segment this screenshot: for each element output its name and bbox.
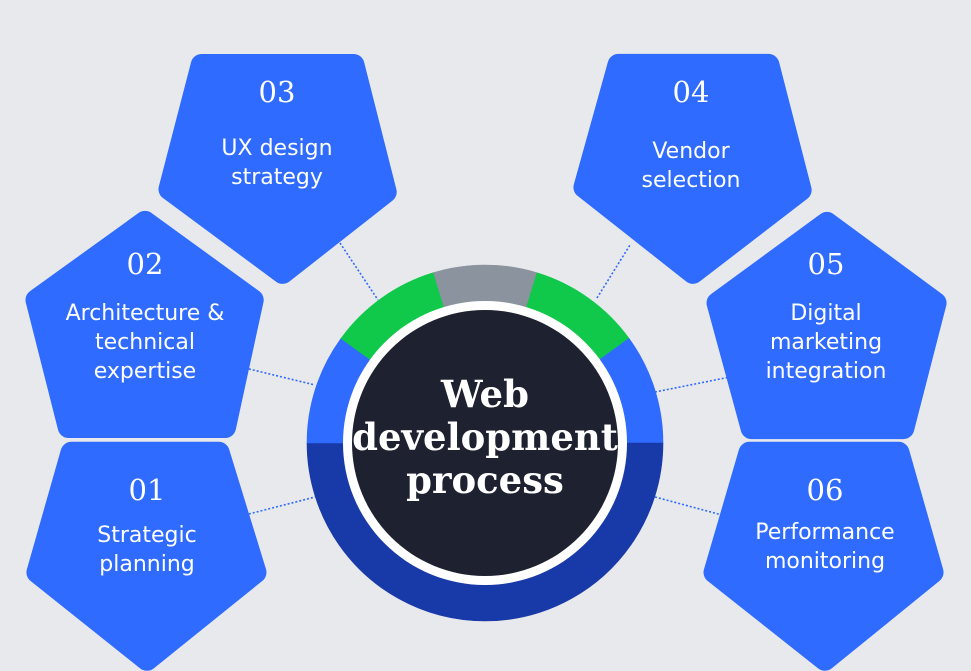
- step-label-line: integration: [766, 359, 887, 384]
- step-label-line: Digital: [790, 301, 861, 326]
- step-number: 06: [807, 473, 844, 507]
- pentagon-shape: [26, 441, 267, 671]
- step-number: 01: [129, 473, 166, 507]
- pentagon-shape: [703, 441, 944, 671]
- step-label-line: Performance: [755, 520, 894, 545]
- step-03-pentagon: 03 UX design strategy: [158, 53, 397, 284]
- ring-segment: [432, 264, 538, 308]
- connector-line: [654, 496, 723, 516]
- step-label-line: planning: [99, 552, 194, 577]
- pentagon-shape: [706, 211, 947, 440]
- step-label-line: marketing: [770, 330, 882, 355]
- step-number: 04: [673, 75, 710, 109]
- step-number: 03: [259, 75, 296, 109]
- step-label-line: selection: [642, 168, 741, 193]
- center-title-line-2: development: [352, 415, 618, 459]
- step-number: 05: [808, 247, 845, 281]
- step-label-line: technical: [95, 330, 195, 355]
- step-label-line: UX design: [221, 136, 332, 161]
- connector-line: [244, 367, 316, 386]
- pentagon-shape: [25, 210, 264, 439]
- center-title-line-3: process: [406, 458, 564, 502]
- connector-line: [596, 244, 631, 299]
- step-number: 02: [127, 247, 164, 281]
- step-label-line: Vendor: [652, 139, 730, 164]
- center-circle: [352, 310, 618, 576]
- connector-line: [654, 376, 731, 393]
- center-title-line-1: Web: [440, 372, 529, 416]
- pentagon-shape: [158, 53, 397, 284]
- step-label-line: Strategic: [97, 523, 196, 548]
- step-label-line: Architecture &: [66, 301, 225, 326]
- connector-line: [339, 242, 379, 301]
- step-label-line: strategy: [231, 165, 323, 190]
- step-label-line: monitoring: [765, 549, 885, 574]
- pentagon-shape: [573, 53, 812, 284]
- connector-line: [244, 496, 316, 516]
- step-label-line: expertise: [94, 359, 196, 384]
